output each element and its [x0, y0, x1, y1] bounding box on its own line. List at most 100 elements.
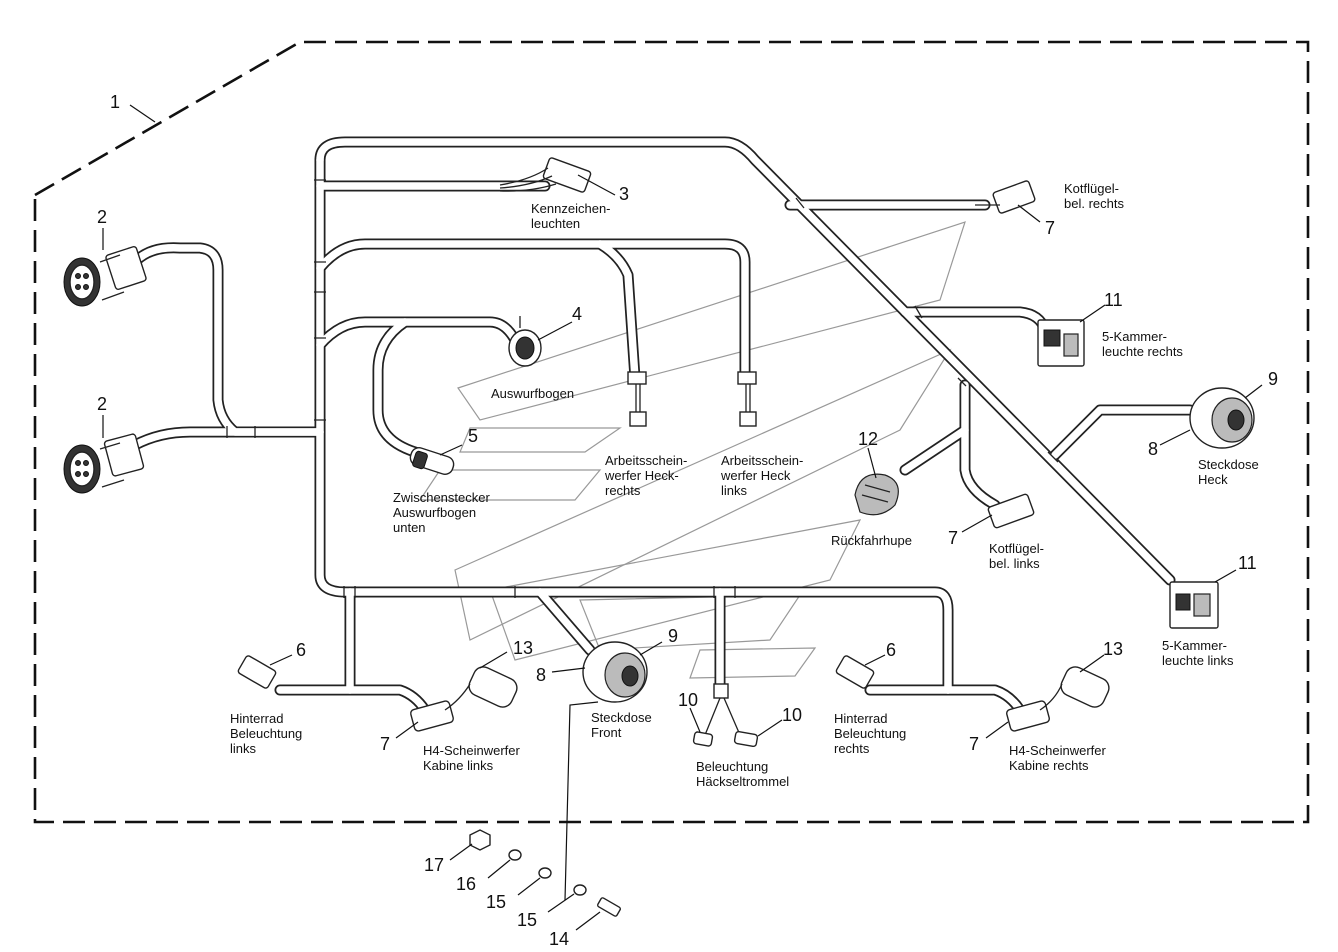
plug-connector-7-left-fender [987, 493, 1035, 529]
label-line: Zwischenstecker [393, 490, 490, 505]
callout-numbers: 1 2 2 3 4 5 6 6 7 7 7 7 8 8 9 9 10 10 11… [97, 92, 1278, 949]
label-kennzeichenleuchten: Kennzeichen-leuchten [531, 201, 611, 231]
label-kotfluegel-links: Kotflügel-bel. links [989, 541, 1044, 571]
label-line: Arbeitsschein- [605, 453, 687, 468]
callout-7-right-fender: 7 [1045, 218, 1055, 238]
harness-wires [129, 136, 1196, 716]
h4-headlight-connector-right [1006, 666, 1110, 732]
label-line: leuchte links [1162, 653, 1234, 668]
round-connector-4 [508, 329, 542, 367]
label-line: Auswurfbogen [393, 505, 476, 520]
label-line: H4-Scheinwerfer [1009, 743, 1106, 758]
label-line: Kotflügel- [989, 541, 1044, 556]
label-line: Heck [1198, 472, 1228, 487]
h4-headlight-connector-left [410, 666, 518, 732]
label-line: werfer Heck [720, 468, 791, 483]
label-kotfluegel-rechts: Kotflügel-bel. rechts [1064, 181, 1124, 211]
callout-11-left: 11 [1238, 553, 1257, 573]
callout-10-right: 10 [782, 705, 802, 725]
label-auswurfbogen: Auswurfbogen [491, 386, 574, 401]
label-line: Hinterrad [834, 711, 887, 726]
callout-4: 4 [572, 304, 582, 324]
lamp-socket-11-left [1169, 581, 1219, 629]
callout-7-h4-left: 7 [380, 734, 390, 754]
label-line: rechts [605, 483, 641, 498]
label-line: Beleuchtung [834, 726, 906, 741]
label-line: werfer Heck- [604, 468, 679, 483]
callout-2-upper: 2 [97, 207, 107, 227]
callout-3: 3 [619, 184, 629, 204]
label-line: Beleuchtung [230, 726, 302, 741]
plug-connector-6-right [835, 655, 875, 689]
reverse-horn-12 [854, 473, 899, 516]
label-line: links [721, 483, 748, 498]
socket-front-8-9 [582, 641, 648, 703]
plug-connector-5 [409, 447, 455, 475]
callout-12: 12 [858, 429, 878, 449]
label-line: Arbeitsschein- [721, 453, 803, 468]
label-line: Steckdose [591, 710, 652, 725]
label-line: Häckseltrommel [696, 774, 789, 789]
callout-8-rear: 8 [1148, 439, 1158, 459]
label-line: leuchten [531, 216, 580, 231]
callout-6-right: 6 [886, 640, 896, 660]
label-line: H4-Scheinwerfer [423, 743, 520, 758]
lamp-socket-11-right [1037, 319, 1085, 367]
label-line: rechts [834, 741, 870, 756]
label-line: Kotflügel- [1064, 181, 1119, 196]
round-connector-2-lower [63, 433, 145, 494]
label-line: Rückfahrhupe [831, 533, 912, 548]
plug-connector-work-light-left [737, 371, 757, 427]
leader-lines [102, 104, 1263, 931]
callout-15-upper: 15 [486, 892, 506, 912]
part-labels: Kennzeichen-leuchten Kotflügel-bel. rech… [230, 181, 1259, 789]
label-line: Front [591, 725, 622, 740]
callout-5: 5 [468, 426, 478, 446]
label-line: links [230, 741, 257, 756]
label-line: bel. rechts [1064, 196, 1124, 211]
label-line: Auswurfbogen [491, 386, 574, 401]
fastener-parts [469, 829, 621, 917]
round-connector-2-upper [63, 246, 147, 307]
callout-7-h4-right: 7 [969, 734, 979, 754]
callout-9-rear: 9 [1268, 369, 1278, 389]
label-line: unten [393, 520, 426, 535]
plug-connector-3 [499, 157, 592, 193]
label-rueckfahrhupe: Rückfahrhupe [831, 533, 912, 548]
label-line: Hinterrad [230, 711, 283, 726]
callout-17: 17 [424, 855, 444, 875]
label-line: 5-Kammer- [1162, 638, 1227, 653]
callout-9-front: 9 [668, 626, 678, 646]
assembly-boundary [33, 40, 1310, 824]
label-line: Beleuchtung [696, 759, 768, 774]
plug-connectors-10 [692, 683, 759, 748]
callout-11-right: 11 [1104, 290, 1123, 310]
callout-16: 16 [456, 874, 476, 894]
label-line: Kabine rechts [1009, 758, 1089, 773]
callout-13-right: 13 [1103, 639, 1123, 659]
plug-connector-work-light-right [627, 371, 647, 427]
plug-connector-7-right-fender [975, 180, 1036, 214]
callout-6-left: 6 [296, 640, 306, 660]
label-line: Kabine links [423, 758, 494, 773]
callout-8-front: 8 [536, 665, 546, 685]
callout-2-lower: 2 [97, 394, 107, 414]
label-arbeitsscheinwerfer-rechts: Arbeitsschein-werfer Heck-rechts [604, 453, 687, 498]
socket-rear-8-9 [1189, 387, 1255, 449]
plug-connector-6-left [237, 655, 277, 689]
callout-13-left: 13 [513, 638, 533, 658]
callout-10-left: 10 [678, 690, 698, 710]
callout-1: 1 [110, 92, 120, 112]
callout-7-left-fender: 7 [948, 528, 958, 548]
label-5-kammer-rechts: 5-Kammer-leuchte rechts [1102, 329, 1183, 359]
callout-14: 14 [549, 929, 569, 949]
label-5-kammer-links: 5-Kammer-leuchte links [1162, 638, 1234, 668]
